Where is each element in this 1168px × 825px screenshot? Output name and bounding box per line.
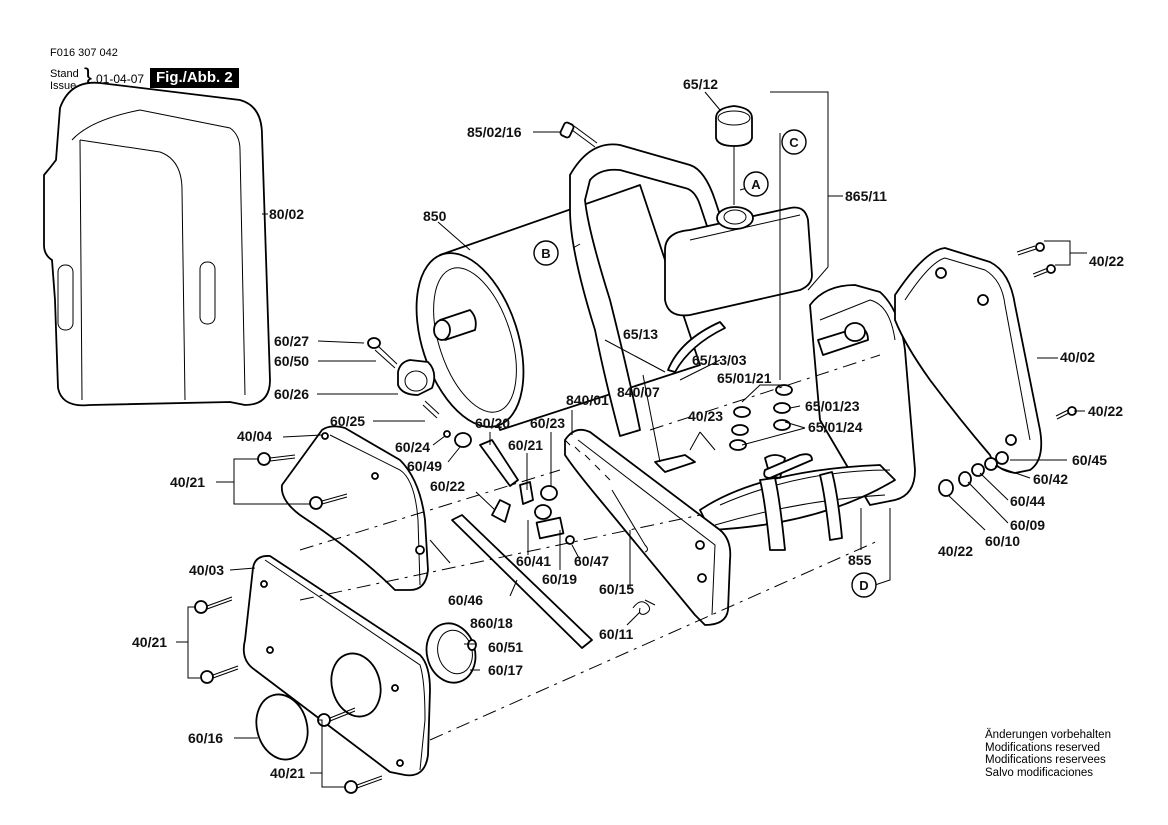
tank-cap — [715, 105, 753, 205]
fuel-hose — [667, 321, 726, 373]
disc-60-17 — [425, 622, 477, 684]
label-855: 855 — [848, 552, 872, 568]
label-850: 850 — [423, 208, 447, 224]
label-40-21-a: 40/21 — [170, 474, 205, 490]
left-inner-cover — [280, 425, 429, 591]
issue-label: Issue — [50, 80, 77, 92]
label-60-26: 60/26 — [274, 386, 309, 402]
label-840-07: 840/07 — [617, 384, 660, 400]
label-60-41: 60/41 — [516, 553, 551, 569]
right-side-cover — [894, 247, 1043, 474]
label-60-44: 60/44 — [1010, 493, 1045, 509]
label-60-23: 60/23 — [530, 415, 565, 431]
label-65-01-23: 65/01/23 — [805, 398, 860, 414]
note-de: Änderungen vorbehalten — [985, 729, 1111, 741]
label-60-20: 60/20 — [475, 415, 510, 431]
disc-60-16 — [255, 693, 309, 761]
label-60-16: 60/16 — [188, 730, 223, 746]
handle-bracket — [569, 143, 736, 437]
callout-b: B — [533, 240, 559, 266]
note-en: Modifications reserved — [985, 741, 1101, 754]
label-60-51: 60/51 — [488, 639, 523, 655]
label-40-21-b: 40/21 — [132, 634, 167, 650]
torsion-spring — [632, 599, 656, 615]
callout-b-text: B — [541, 246, 550, 261]
label-40-02: 40/02 — [1060, 349, 1095, 365]
label-840-01: 840/01 — [566, 392, 609, 408]
label-60-24: 60/24 — [395, 439, 430, 455]
label-80-02: 80/02 — [269, 206, 304, 222]
label-60-19: 60/19 — [542, 571, 577, 587]
grass-box-cover — [43, 81, 271, 407]
right-bearing-stack — [938, 242, 1077, 497]
frame-handle — [763, 453, 813, 479]
leader-lines — [176, 91, 1087, 788]
modifications-notice: Änderungen vorbehalten Modifications res… — [985, 729, 1111, 779]
label-40-04: 40/04 — [237, 428, 272, 444]
label-865-11: 865/11 — [845, 188, 887, 204]
cutting-reel — [699, 454, 896, 551]
part-labels: 80/02 65/12 85/02/16 850 865/11 40/22 40… — [132, 76, 1124, 781]
label-60-15: 60/15 — [599, 581, 634, 597]
label-60-45: 60/45 — [1072, 452, 1107, 468]
label-60-10: 60/10 — [985, 533, 1020, 549]
issue-date: 01-04-07 — [96, 72, 145, 86]
label-60-25: 60/25 — [330, 413, 365, 429]
label-40-22-top: 40/22 — [1089, 253, 1124, 269]
stand-label: Stand — [50, 68, 79, 80]
label-60-46: 60/46 — [448, 592, 483, 608]
brace-icon: } — [84, 64, 93, 91]
label-60-22: 60/22 — [430, 478, 465, 494]
figure-badge: Fig./Abb. 2 — [150, 68, 239, 88]
label-65-13-03: 65/13/03 — [692, 352, 747, 368]
callout-a-text: A — [751, 177, 761, 192]
label-65-01-21: 65/01/21 — [717, 370, 772, 386]
left-outer-cover — [242, 555, 431, 777]
label-40-23: 40/23 — [688, 408, 723, 424]
label-40-22-bot: 40/22 — [938, 543, 973, 559]
note-fr: Modifications reservees — [985, 754, 1106, 766]
label-85-02-16: 85/02/16 — [467, 124, 522, 140]
callout-d-text: D — [859, 578, 868, 593]
label-40-21-c: 40/21 — [270, 765, 305, 781]
label-860-18: 860/18 — [470, 615, 513, 631]
part-number: F016 307 042 — [50, 47, 118, 59]
label-60-42: 60/42 — [1033, 471, 1068, 487]
adjuster-screw — [479, 439, 575, 545]
label-65-01-24: 65/01/24 — [808, 419, 863, 435]
washer-group — [729, 384, 793, 451]
label-40-22-mid: 40/22 — [1088, 403, 1123, 419]
screw-85-02-16 — [559, 121, 598, 148]
label-60-21: 60/21 — [508, 437, 543, 453]
screws-40-21-lower — [194, 596, 383, 794]
note-es: Salvo modificaciones — [985, 766, 1094, 779]
tension-spring — [564, 439, 648, 553]
label-60-09: 60/09 — [1010, 517, 1045, 533]
bracket-840-07 — [654, 454, 696, 473]
label-60-47: 60/47 — [574, 553, 609, 569]
rear-roller — [415, 184, 701, 431]
label-65-12: 65/12 — [683, 76, 718, 92]
fuel-tank — [664, 206, 813, 317]
bottom-rail — [451, 514, 593, 649]
adjustment-knob — [367, 337, 472, 448]
alignment-lines — [299, 354, 881, 741]
left-side-frame — [564, 428, 732, 626]
label-60-49: 60/49 — [407, 458, 442, 474]
callout-c: C — [781, 129, 807, 155]
label-60-17: 60/17 — [488, 662, 523, 678]
label-60-50: 60/50 — [274, 353, 309, 369]
callout-a: A — [743, 171, 769, 197]
label-65-13: 65/13 — [623, 326, 658, 342]
callout-d: D — [851, 572, 877, 598]
callout-c-text: C — [789, 135, 799, 150]
label-60-27: 60/27 — [274, 333, 309, 349]
label-60-11: 60/11 — [599, 626, 633, 642]
label-40-03: 40/03 — [189, 562, 224, 578]
